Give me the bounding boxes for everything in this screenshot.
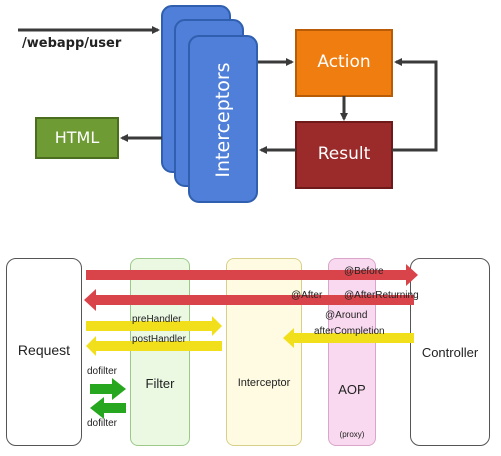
prehandler-label: preHandler — [132, 314, 182, 325]
aop-box — [328, 258, 376, 446]
top-flow-diagram — [18, 5, 438, 203]
html-label: HTML — [54, 128, 100, 147]
filter-box — [130, 258, 190, 446]
result-to-action-loop-arrow — [392, 58, 438, 152]
action-label: Action — [317, 52, 371, 72]
controller-box — [410, 258, 490, 446]
interceptor-stack-card-front — [188, 35, 258, 203]
dofilter-back-arrow — [90, 397, 126, 419]
before-arrow — [86, 264, 418, 286]
posthandler-label: postHandler — [132, 334, 186, 345]
aftercompletion-arrow — [283, 328, 414, 348]
html-box — [35, 117, 119, 159]
after-returning-label: @AfterReturning — [344, 290, 419, 301]
around-label: @Around — [325, 310, 368, 321]
after-label: @After — [291, 290, 323, 301]
dofilter-top-label: dofilter — [87, 366, 118, 377]
interceptors-label-text: Interceptors — [212, 62, 234, 178]
dofilter-bottom-label: dofilter — [87, 418, 118, 429]
result-label: Result — [317, 144, 371, 164]
aop-label: AOP — [338, 382, 366, 397]
before-label: @Before — [344, 266, 384, 277]
after-completion-label: afterCompletion — [314, 326, 385, 337]
prehandler-arrow — [86, 316, 222, 336]
interceptor-label: Interceptor — [237, 377, 291, 389]
filter-label: Filter — [145, 376, 175, 391]
action-box — [295, 29, 393, 97]
aop-proxy-label: (proxy) — [339, 430, 365, 439]
request-box — [6, 258, 82, 446]
posthandler-arrow — [86, 336, 222, 356]
result-box — [295, 121, 393, 189]
url-label: /webapp/user — [22, 36, 122, 51]
after-arrow — [84, 289, 414, 311]
request-label: Request — [17, 342, 71, 358]
interceptor-box — [226, 258, 302, 446]
bottom-flow-arrows — [84, 264, 418, 419]
dofilter-forward-arrow — [90, 378, 126, 400]
controller-label: Controller — [421, 345, 479, 360]
